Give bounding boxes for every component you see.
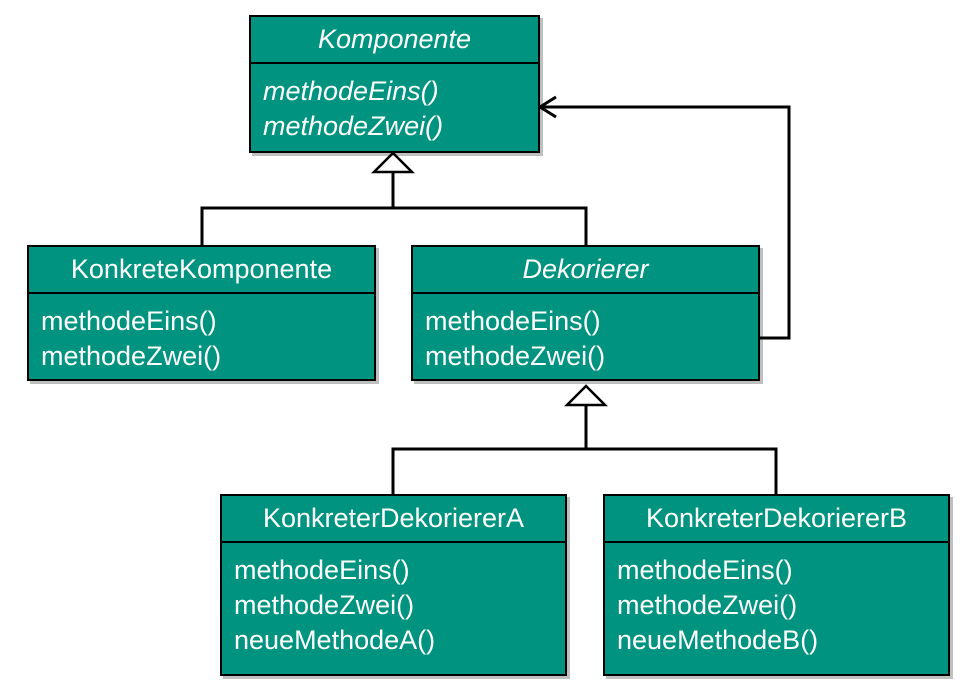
association-arrowhead — [537, 95, 557, 119]
class-name-konkreter-dekorierer-b: KonkreterDekoriererB — [605, 496, 948, 543]
class-konkrete-komponente: KonkreteKomponente methodeEins() methode… — [27, 245, 376, 381]
method-item: methodeEins() — [41, 306, 217, 336]
class-name-konkrete-komponente: KonkreteKomponente — [29, 247, 374, 294]
generalization-line-konkreter-dekorierer-a — [391, 405, 588, 495]
methods-komponente: methodeEins() methodeZwei() — [251, 64, 538, 144]
class-name-konkreter-dekorierer-a: KonkreterDekoriererA — [222, 496, 565, 543]
method-item: methodeEins() — [263, 76, 439, 106]
generalization-line-konkrete-komponente — [200, 172, 395, 246]
class-konkreter-dekorierer-b: KonkreterDekoriererB methodeEins() metho… — [603, 494, 950, 676]
class-dekorierer: Dekorierer methodeEins() methodeZwei() — [411, 245, 760, 381]
method-item: methodeZwei() — [263, 111, 444, 141]
methods-konkreter-dekorierer-a: methodeEins() methodeZwei() neueMethodeA… — [222, 543, 565, 658]
method-item: methodeZwei() — [41, 341, 222, 371]
association-line-dekorierer-komponente — [540, 105, 791, 340]
generalization-arrowhead-komponente — [370, 151, 416, 174]
generalization-line-dekorierer — [393, 206, 588, 246]
methods-konkrete-komponente: methodeEins() methodeZwei() — [29, 294, 374, 374]
methods-dekorierer: methodeEins() methodeZwei() — [413, 294, 758, 374]
class-name-komponente: Komponente — [251, 17, 538, 64]
methods-konkreter-dekorierer-b: methodeEins() methodeZwei() neueMethodeB… — [605, 543, 948, 658]
method-item: methodeEins() — [425, 306, 601, 336]
method-item: methodeEins() — [617, 555, 793, 585]
class-komponente: Komponente methodeEins() methodeZwei() — [249, 15, 540, 153]
method-item: methodeZwei() — [425, 341, 606, 371]
method-item: methodeEins() — [234, 555, 410, 585]
generalization-arrowhead-dekorierer — [563, 384, 609, 407]
class-konkreter-dekorierer-a: KonkreterDekoriererA methodeEins() metho… — [220, 494, 567, 676]
class-name-dekorierer: Dekorierer — [413, 247, 758, 294]
method-item: neueMethodeB() — [617, 625, 819, 655]
method-item: methodeZwei() — [234, 590, 415, 620]
method-item: methodeZwei() — [617, 590, 798, 620]
generalization-line-konkreter-dekorierer-b — [586, 447, 778, 495]
method-item: neueMethodeA() — [234, 625, 436, 655]
